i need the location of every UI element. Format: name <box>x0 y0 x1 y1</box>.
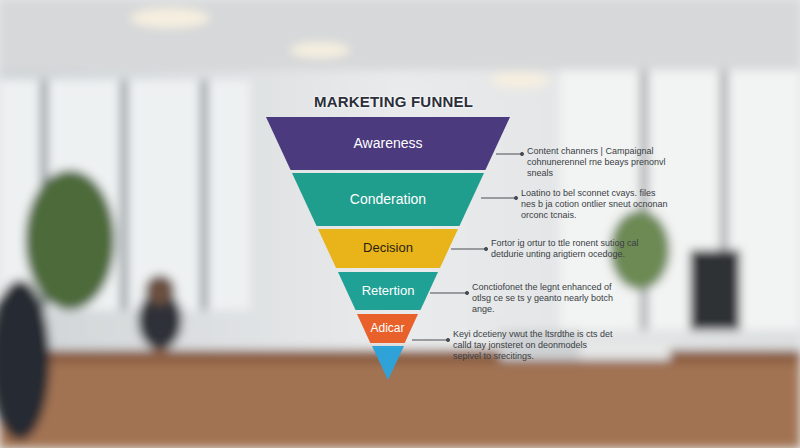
funnel-tip <box>372 346 404 380</box>
band-label: Awareness <box>266 117 510 170</box>
note-text: Keyi dcetieny vwut the ltsrdthe is cts d… <box>453 329 613 361</box>
funnel-band: Adicar <box>357 314 418 343</box>
funnel-band: Retertion <box>338 272 438 310</box>
note-text: Conctiofonet the legnt enhanced of otlsg… <box>472 282 622 314</box>
funnel-band: Conderation <box>292 173 484 226</box>
band-label: Retertion <box>338 272 438 310</box>
leader-line <box>481 198 516 199</box>
leader-dot <box>514 196 517 199</box>
funnel-band: Awareness <box>266 117 510 170</box>
diagram-title: MARKETING FUNNEL <box>314 93 473 110</box>
band-label: Decision <box>318 229 458 268</box>
leader-line <box>412 340 448 341</box>
leader-dot <box>446 338 449 341</box>
leader-line <box>430 293 467 294</box>
leader-dot <box>465 291 468 294</box>
note-text: Content channers | Campaignal cohnuneren… <box>527 146 677 178</box>
leader-line <box>451 249 486 250</box>
note-text: Fortor ig ortur to ttle ronent sutiog ca… <box>491 238 641 260</box>
funnel-band: Decision <box>318 229 458 268</box>
leader-line <box>496 154 522 155</box>
band-label: Conderation <box>292 173 484 226</box>
band-label: Adicar <box>357 314 418 343</box>
leader-dot <box>520 152 523 155</box>
leader-dot <box>484 247 487 250</box>
note-text: Loatino to bel sconnet cvays. files nes … <box>521 188 671 220</box>
